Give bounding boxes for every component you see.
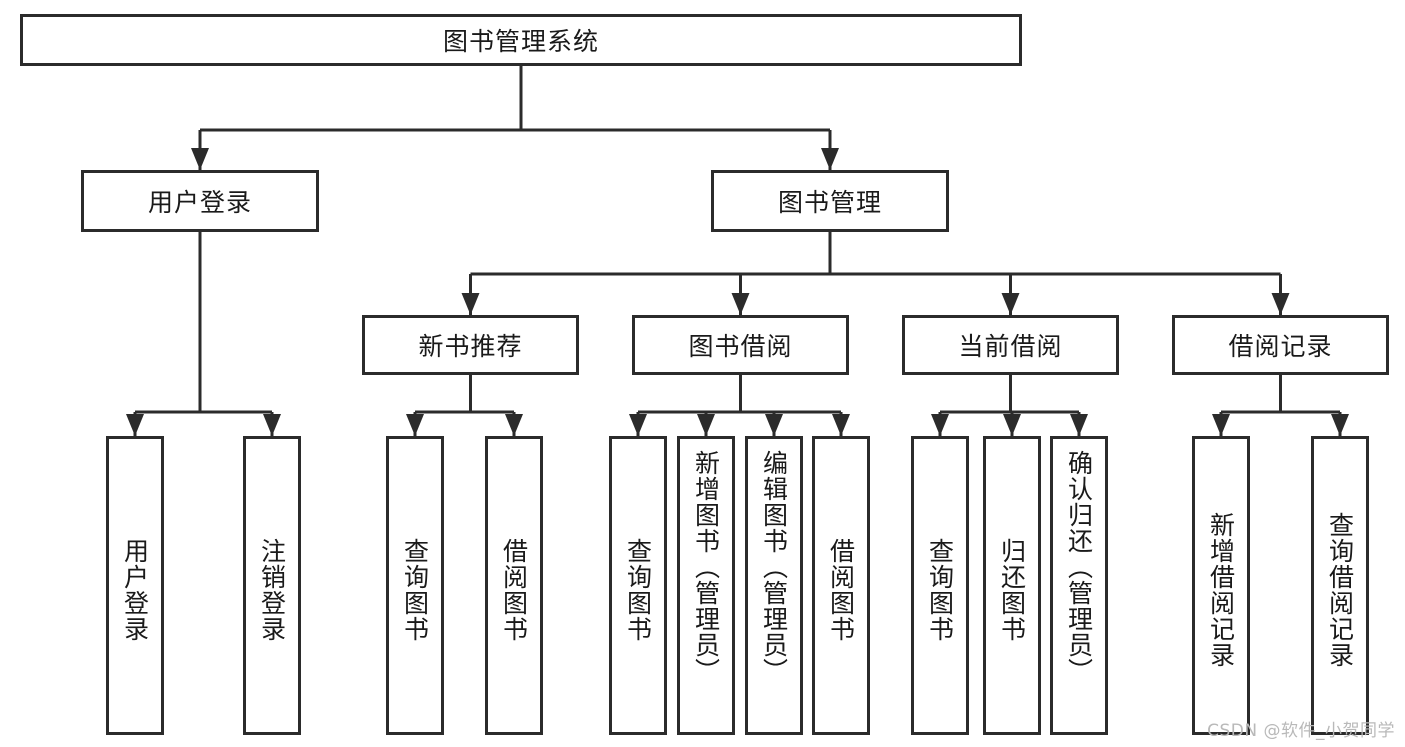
node-leaf-edit-book[interactable] bbox=[745, 436, 803, 735]
node-box-leaf-query-book-3[interactable] bbox=[911, 436, 969, 735]
node-leaf-confirm-return[interactable] bbox=[1050, 436, 1108, 735]
node-box-leaf-user-login[interactable] bbox=[106, 436, 164, 735]
node-leaf-query-book-3[interactable] bbox=[911, 436, 969, 735]
node-login[interactable] bbox=[81, 170, 319, 232]
node-box-borrow[interactable] bbox=[632, 315, 849, 375]
arrow-head-icon bbox=[731, 293, 750, 315]
watermark-text: CSDN @软件_小贺同学 bbox=[1207, 721, 1395, 741]
node-borrow[interactable] bbox=[632, 315, 849, 375]
node-leaf-query-record[interactable] bbox=[1311, 436, 1369, 735]
arrow-head-icon bbox=[1070, 414, 1088, 436]
arrow-head-icon bbox=[1271, 293, 1290, 315]
arrow-head-icon bbox=[821, 148, 839, 170]
node-box-leaf-add-book[interactable] bbox=[677, 436, 735, 735]
node-leaf-borrow-book-1[interactable] bbox=[485, 436, 543, 735]
node-box-login[interactable] bbox=[81, 170, 319, 232]
node-newbook[interactable] bbox=[362, 315, 579, 375]
arrow-head-icon bbox=[832, 414, 850, 436]
node-records[interactable] bbox=[1172, 315, 1389, 375]
node-box-leaf-query-record[interactable] bbox=[1311, 436, 1369, 735]
node-box-leaf-edit-book[interactable] bbox=[745, 436, 803, 735]
node-leaf-user-logout[interactable] bbox=[243, 436, 301, 735]
node-layer bbox=[20, 14, 1389, 735]
node-box-root[interactable] bbox=[20, 14, 1022, 66]
arrow-head-icon bbox=[1003, 414, 1021, 436]
node-root[interactable] bbox=[20, 14, 1022, 66]
node-box-leaf-user-logout[interactable] bbox=[243, 436, 301, 735]
node-box-leaf-query-book-2[interactable] bbox=[609, 436, 667, 735]
arrow-head-icon bbox=[765, 414, 783, 436]
arrow-head-icon bbox=[126, 414, 144, 436]
arrow-head-icon bbox=[1212, 414, 1230, 436]
node-box-leaf-query-book-1[interactable] bbox=[386, 436, 444, 735]
arrow-head-icon bbox=[263, 414, 281, 436]
node-box-records[interactable] bbox=[1172, 315, 1389, 375]
arrow-head-icon bbox=[931, 414, 949, 436]
arrow-head-icon bbox=[191, 148, 209, 170]
arrow-head-icon bbox=[697, 414, 715, 436]
node-box-leaf-return-book[interactable] bbox=[983, 436, 1041, 735]
node-leaf-user-login[interactable] bbox=[106, 436, 164, 735]
node-bookmgmt[interactable] bbox=[711, 170, 949, 232]
arrow-head-icon bbox=[1331, 414, 1349, 436]
node-current[interactable] bbox=[902, 315, 1119, 375]
node-box-newbook[interactable] bbox=[362, 315, 579, 375]
arrow-head-icon bbox=[1001, 293, 1020, 315]
node-box-bookmgmt[interactable] bbox=[711, 170, 949, 232]
node-leaf-query-book-2[interactable] bbox=[609, 436, 667, 735]
connector-layer bbox=[126, 66, 1349, 436]
node-box-leaf-confirm-return[interactable] bbox=[1050, 436, 1108, 735]
node-leaf-borrow-book-2[interactable] bbox=[812, 436, 870, 735]
node-box-leaf-add-record[interactable] bbox=[1192, 436, 1250, 735]
node-box-current[interactable] bbox=[902, 315, 1119, 375]
node-box-leaf-borrow-book-1[interactable] bbox=[485, 436, 543, 735]
node-leaf-query-book-1[interactable] bbox=[386, 436, 444, 735]
node-leaf-add-book[interactable] bbox=[677, 436, 735, 735]
arrow-head-icon bbox=[505, 414, 523, 436]
node-box-leaf-borrow-book-2[interactable] bbox=[812, 436, 870, 735]
node-leaf-add-record[interactable] bbox=[1192, 436, 1250, 735]
arrow-head-icon bbox=[629, 414, 647, 436]
arrow-head-icon bbox=[406, 414, 424, 436]
arrow-head-icon bbox=[461, 293, 480, 315]
node-leaf-return-book[interactable] bbox=[983, 436, 1041, 735]
